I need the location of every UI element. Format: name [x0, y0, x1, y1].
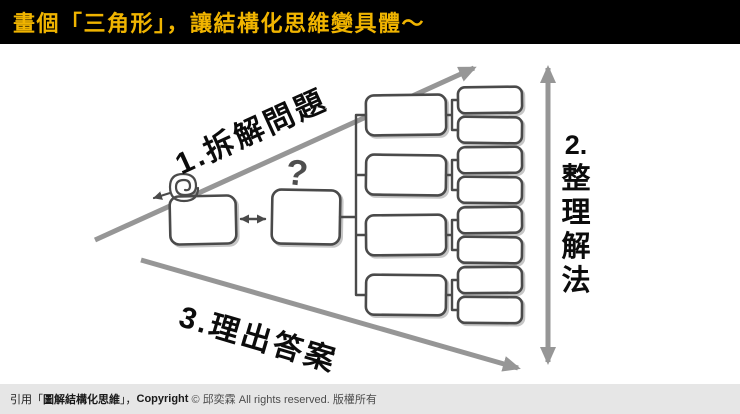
branch-connector-2	[444, 158, 460, 192]
leaf-box-1	[456, 85, 524, 115]
problem-box	[168, 194, 238, 246]
step2-label: 2. 整 理 解 法	[552, 128, 600, 298]
cite-title: 圖解結構化思維	[43, 394, 120, 406]
copyright-label: Copyright	[136, 393, 189, 405]
step2-char: 解	[561, 231, 591, 263]
solution-box-4	[364, 273, 448, 317]
leaf-box-8	[456, 295, 524, 325]
step2-char: 理	[561, 197, 591, 229]
leaf-box-5	[456, 205, 524, 235]
step2-number: 2.	[564, 130, 588, 160]
branch-connector-4	[444, 278, 460, 312]
rights-text: © 邱奕霖 All rights reserved. 版權所有	[188, 394, 377, 406]
edge-arrow-bottom	[140, 257, 521, 372]
question-box	[270, 188, 342, 246]
leaf-box-6	[456, 235, 524, 265]
diagram-area: 1.拆解問題 2. 整 理 解 法 3.理出答案 ?	[0, 44, 740, 384]
step2-char: 法	[561, 265, 591, 297]
cite-prefix: 引用「	[10, 394, 43, 406]
question-mark-icon: ?	[283, 150, 311, 195]
tangled-scribble-icon	[152, 172, 200, 203]
solution-box-1	[364, 93, 448, 137]
scribble-path	[168, 172, 200, 203]
title-banner: 畫個「三角形」，讓結構化思維變具體～	[0, 0, 740, 44]
leaf-box-3	[456, 145, 524, 175]
flow-connectors	[239, 98, 460, 312]
leaf-box-2	[456, 115, 524, 145]
step2-char: 整	[561, 163, 591, 195]
cite-suffix: 」，	[120, 394, 137, 406]
leaf-box-4	[456, 175, 524, 205]
triangle-diagram	[93, 65, 556, 372]
tree-trunk-connector	[338, 113, 368, 297]
solution-box-3	[364, 213, 448, 257]
footer-credit: 引用「圖解結構化思維」，Copyright © 邱奕霖 All rights r…	[0, 384, 740, 414]
scribble-tail-arrow-icon	[152, 191, 172, 200]
solution-box-2	[364, 153, 448, 197]
branch-connector-1	[444, 98, 460, 132]
leaf-box-7	[456, 265, 524, 295]
branch-connector-3	[444, 218, 460, 252]
slide-title: 畫個「三角形」，讓結構化思維變具體～	[13, 11, 426, 36]
